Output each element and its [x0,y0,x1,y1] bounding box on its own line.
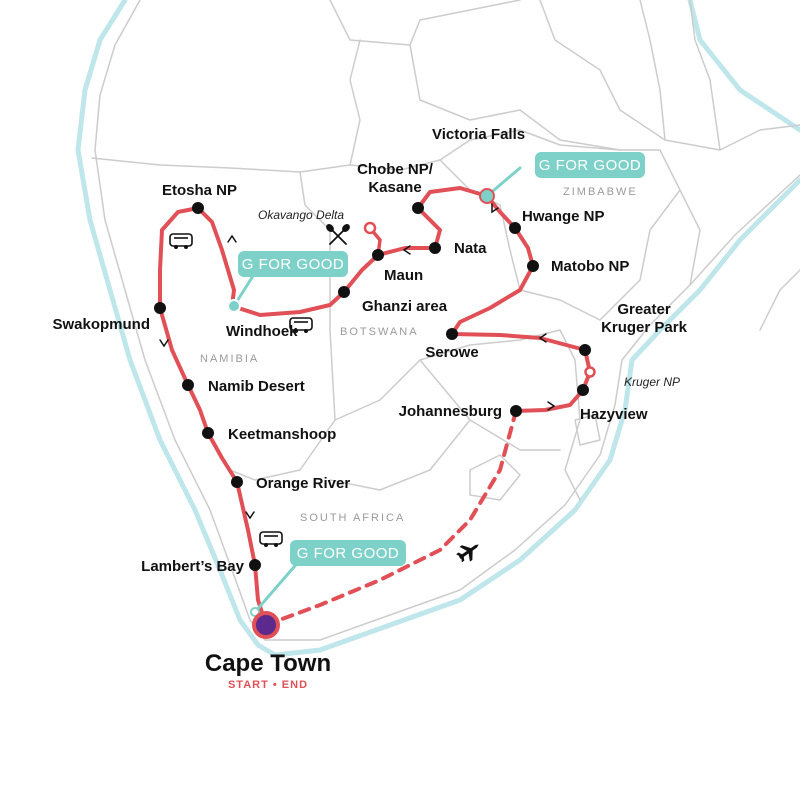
stop-label-namib: Namib Desert [208,378,305,395]
stop-dot-victoria-falls [479,188,495,204]
stop-labels: Etosha NP Swakopmund Windhoek Namib Dese… [52,126,687,575]
start-city-label: Cape Town [205,650,331,677]
stop-dot-matobo [527,260,539,272]
stop-label-hazyview: Hazyview [580,406,648,423]
stop-dot-nata [429,242,441,254]
stop-dot-namib [182,379,194,391]
arrow-icon [547,401,556,411]
bus-icon [259,531,283,547]
arrow-icon [227,234,237,243]
bus-icon [289,317,313,333]
stop-dot-lamberts-bay [249,559,261,571]
arrow-icon [159,339,169,348]
stop-label-kasane: Kasane [368,179,421,196]
stop-label-maun: Maun [384,267,423,284]
g-for-good-badge-windhoek: G FOR GOOD [238,251,348,277]
badge-connector-cape [253,558,302,614]
airplane-icon [456,544,479,563]
stop-label-chobe: Chobe NP/ [357,161,434,178]
stop-dot-ghanzi [338,286,350,298]
badge-text: G FOR GOOD [539,157,642,174]
bus-icon [169,233,193,249]
g-for-good-badge-victoria: G FOR GOOD [535,152,645,178]
stop-label-ghanzi: Ghanzi area [362,298,448,315]
route-line-flight [264,409,518,627]
land-borders [91,0,800,641]
start-end-caption: START • END [228,679,308,691]
stops [154,202,591,571]
stop-dot-swakopmund [154,302,166,314]
arrow-icon [402,245,411,255]
poi-label-kruger: Kruger NP [624,375,680,389]
arrow-icon [491,203,499,214]
stop-label-victoria-falls: Victoria Falls [432,126,525,143]
direction-arrows [159,203,556,520]
country-label-zimbabwe: ZIMBABWE [563,186,638,198]
badge-text: G FOR GOOD [297,545,400,562]
stop-label-hwange: Hwange NP [522,208,605,225]
stop-label-greater-kruger-1: Greater [617,301,671,318]
stop-dot-keetmanshoop [202,427,214,439]
coastline [75,0,800,658]
stop-dot-etosha [192,202,204,214]
stop-label-etosha: Etosha NP [162,182,237,199]
country-label-namibia: NAMIBIA [200,353,259,365]
country-label-south-africa: SOUTH AFRICA [300,512,405,524]
stop-dot-orange-river [231,476,243,488]
stop-label-matobo: Matobo NP [551,258,629,275]
okavango-marker [363,221,377,235]
crossed-paddles-icon [326,224,350,245]
stop-label-windhoek: Windhoek [226,323,298,340]
arrow-icon [245,511,255,520]
start-text: START [228,679,269,691]
stop-label-lamberts-bay: Lambert’s Bay [141,558,244,575]
stop-dot-windhoek [227,299,241,313]
stop-label-johannesburg: Johannesburg [399,403,502,420]
stop-label-orange-river: Orange River [256,475,350,492]
poi-markers [363,221,596,378]
poi-label-okavango: Okavango Delta [258,208,344,222]
stop-label-swakopmund: Swakopmund [52,316,150,333]
end-text: END [282,679,308,691]
badge-stops [227,188,495,313]
stop-label-greater-kruger-2: Kruger Park [601,319,688,336]
stop-dot-maun [372,249,384,261]
stop-dot-chobe [412,202,424,214]
stop-dot-hazyview [577,384,589,396]
stop-dot-serowe [446,328,458,340]
stop-dot-johannesburg [510,405,522,417]
arrow-icon [538,333,547,343]
stop-label-serowe: Serowe [425,344,478,361]
badge-text: G FOR GOOD [242,256,345,273]
country-labels: NAMIBIA BOTSWANA ZIMBABWE SOUTH AFRICA [200,186,638,524]
country-label-botswana: BOTSWANA [340,326,419,338]
stop-dot-greater-kruger [579,344,591,356]
g-for-good-badge-cape: G FOR GOOD [290,540,406,566]
stop-label-nata: Nata [454,240,487,257]
poi-labels: Okavango Delta Kruger NP [258,208,680,389]
start-end-label: Cape Town START • END [205,650,331,691]
start-end-marker [250,607,280,639]
separator-dot: • [273,679,278,691]
kruger-marker [584,366,596,378]
stop-dot-hwange [509,222,521,234]
stop-label-keetmanshoop: Keetmanshoop [228,426,336,443]
